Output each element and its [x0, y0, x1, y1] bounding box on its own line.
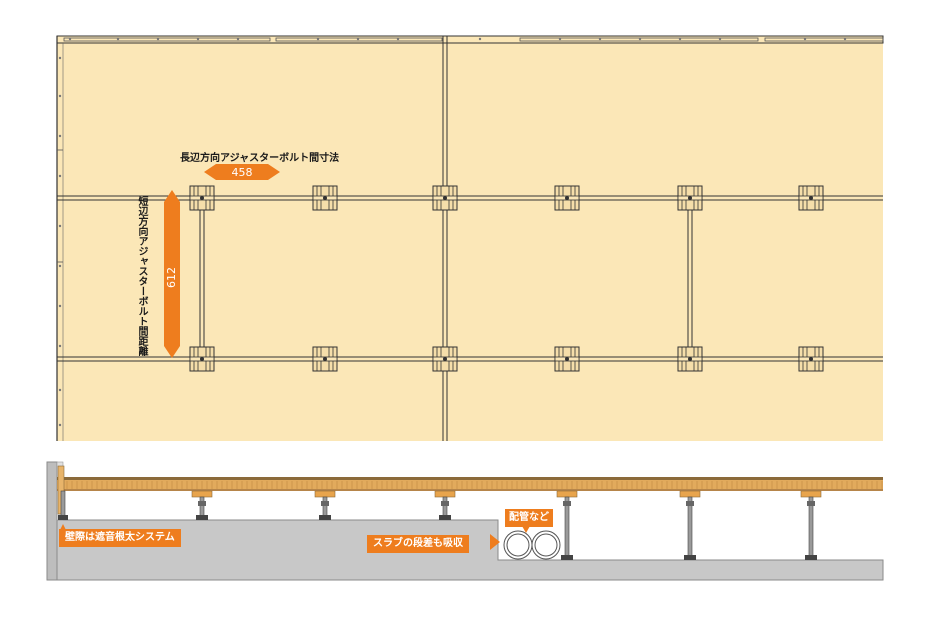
long-dimension-arrow — [204, 164, 280, 180]
adjuster-bolt-block — [554, 346, 580, 372]
plan-top-strip-segments — [63, 37, 884, 42]
pipes — [503, 530, 561, 560]
plan-bolts-row-bottom — [189, 346, 824, 372]
adjuster-pedestal — [679, 490, 701, 560]
section-view — [46, 461, 884, 581]
adjuster-bolt-block — [677, 346, 703, 372]
wall-side-pedestal — [58, 490, 68, 520]
side-wall — [46, 461, 58, 581]
slab-step-tag: スラブの段差も吸収 — [367, 535, 469, 553]
adjuster-bolt-block — [798, 185, 824, 211]
adjuster-bolt-block — [312, 346, 338, 372]
adjuster-pedestal — [314, 490, 336, 520]
floor-board-bottom — [57, 489, 883, 491]
plan-view — [56, 35, 884, 441]
wall-system-tag: 壁際は遮音根太システム — [59, 529, 181, 547]
short-dimension-value: 612 — [165, 267, 178, 289]
adjuster-pedestals — [58, 490, 822, 560]
piping-callout-pointer — [522, 526, 530, 533]
adjuster-bolt-block — [432, 346, 458, 372]
adjuster-bolt-block — [798, 346, 824, 372]
floor-finish-top — [57, 477, 883, 480]
adjuster-bolt-block — [189, 185, 215, 211]
slab-step-arrow-head — [490, 534, 500, 550]
plan-top-edge — [56, 35, 884, 44]
adjuster-pedestal — [191, 490, 213, 520]
long-dimension-value: 458 — [231, 166, 253, 179]
adjuster-bolt-block — [189, 346, 215, 372]
piping-tag: 配管など — [505, 509, 553, 527]
adjuster-pedestal — [556, 490, 578, 560]
adjuster-bolt-block — [312, 185, 338, 211]
adjuster-bolt-block — [554, 185, 580, 211]
wall-callout-pointer — [60, 524, 66, 530]
short-dimension-arrow — [164, 190, 180, 358]
plan-bolts-row-top — [189, 185, 824, 211]
plan-panel-area — [57, 36, 883, 441]
adjuster-bolt-block — [432, 185, 458, 211]
floor-board-hatch — [61, 481, 883, 489]
adjuster-bolt-block — [677, 185, 703, 211]
adjuster-pedestal — [800, 490, 822, 560]
long-side-pitch-label: 長辺方向アジャスターボルト間寸法 — [180, 153, 340, 164]
adjuster-pedestal — [434, 490, 456, 520]
plan-top-screws — [58, 37, 847, 427]
short-side-pitch-label: 短辺方向アジャスターボルト間距離 — [136, 196, 147, 356]
floor-board — [57, 480, 883, 489]
plan-left-strip-segments — [57, 149, 63, 263]
plan-vertical-joists — [199, 200, 693, 357]
